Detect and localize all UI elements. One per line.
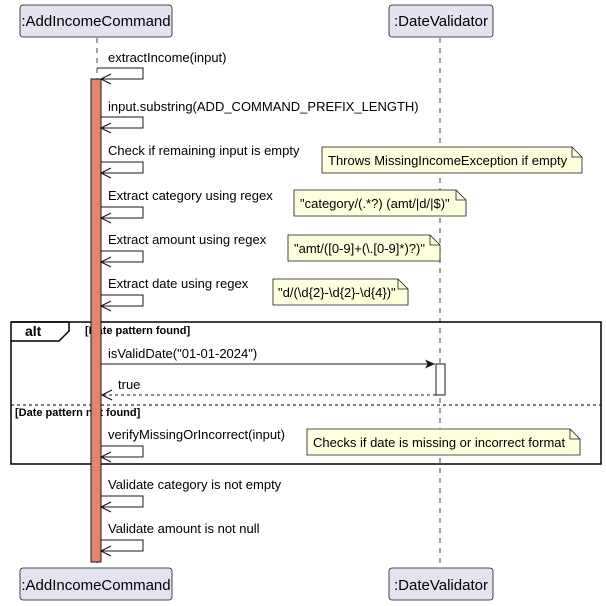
message-verify-missing: verifyMissingOrIncorrect(input) — [101, 427, 285, 457]
participant-label: :AddIncomeCommand — [21, 13, 170, 30]
participant-label: :DateValidator — [394, 13, 488, 30]
note-date-regex: "d/(\d{2}-\d{2}-\d{4})" — [272, 278, 409, 306]
message-validate-category: Validate category is not empty — [101, 477, 282, 507]
participant-date-validator-top: :DateValidator — [388, 4, 494, 38]
participant-date-validator-bottom: :DateValidator — [388, 567, 494, 601]
activation-bar-add-income-command — [90, 78, 102, 563]
note-text: Checks if date is missing or incorrect f… — [313, 435, 566, 450]
message-extract-category: Extract category using regex — [101, 188, 273, 218]
message-label: Extract amount using regex — [108, 232, 267, 247]
activation-bar-date-validator — [435, 363, 446, 396]
participant-label: :DateValidator — [394, 577, 488, 594]
message-label: extractIncome(input) — [108, 50, 227, 65]
note-throws-exception: Throws MissingIncomeException if empty — [321, 146, 583, 174]
participant-add-income-command-bottom: :AddIncomeCommand — [19, 567, 173, 601]
alt-label: alt — [25, 323, 42, 339]
note-checks-date: Checks if date is missing or incorrect f… — [306, 428, 581, 456]
note-category-regex: "category/(.*?) (amt/|d/|$)" — [293, 189, 467, 217]
message-extract-amount: Extract amount using regex — [101, 232, 267, 262]
participant-add-income-command-top: :AddIncomeCommand — [19, 4, 173, 38]
message-label: input.substring(ADD_COMMAND_PREFIX_LENGT… — [108, 99, 419, 114]
message-substring: input.substring(ADD_COMMAND_PREFIX_LENGT… — [101, 99, 419, 128]
message-is-valid-date: isValidDate("01-01-2024") — [101, 346, 435, 369]
note-text: "category/(.*?) (amt/|d/|$)" — [300, 196, 450, 211]
message-label: Check if remaining input is empty — [108, 143, 300, 158]
message-label: Validate category is not empty — [108, 477, 282, 492]
message-return-true: true — [102, 377, 436, 395]
message-check-empty: Check if remaining input is empty — [101, 143, 300, 173]
guard-date-found: [Date pattern found] — [85, 325, 190, 337]
message-label: Extract category using regex — [108, 188, 273, 203]
note-amount-regex: "amt/([0-9]+(\.[0-9]*)?)" — [287, 234, 441, 262]
note-text: "d/(\d{2}-\d{2}-\d{4})" — [278, 285, 396, 300]
message-label: true — [118, 377, 140, 392]
message-extract-income: extractIncome(input) — [97, 50, 227, 79]
message-validate-amount: Validate amount is not null — [101, 521, 260, 551]
message-label: Validate amount is not null — [108, 521, 260, 536]
participant-label: :AddIncomeCommand — [21, 577, 170, 594]
alt-fragment: alt [Date pattern found] [Date pattern n… — [10, 321, 602, 465]
note-text: "amt/([0-9]+(\.[0-9]*)?)" — [294, 241, 425, 256]
guard-date-not-found: [Date pattern not found] — [15, 407, 141, 419]
message-extract-date: Extract date using regex — [101, 276, 249, 306]
message-label: Extract date using regex — [108, 276, 249, 291]
note-text: Throws MissingIncomeException if empty — [328, 153, 568, 168]
message-label: isValidDate("01-01-2024") — [108, 346, 257, 361]
message-label: verifyMissingOrIncorrect(input) — [108, 427, 285, 442]
